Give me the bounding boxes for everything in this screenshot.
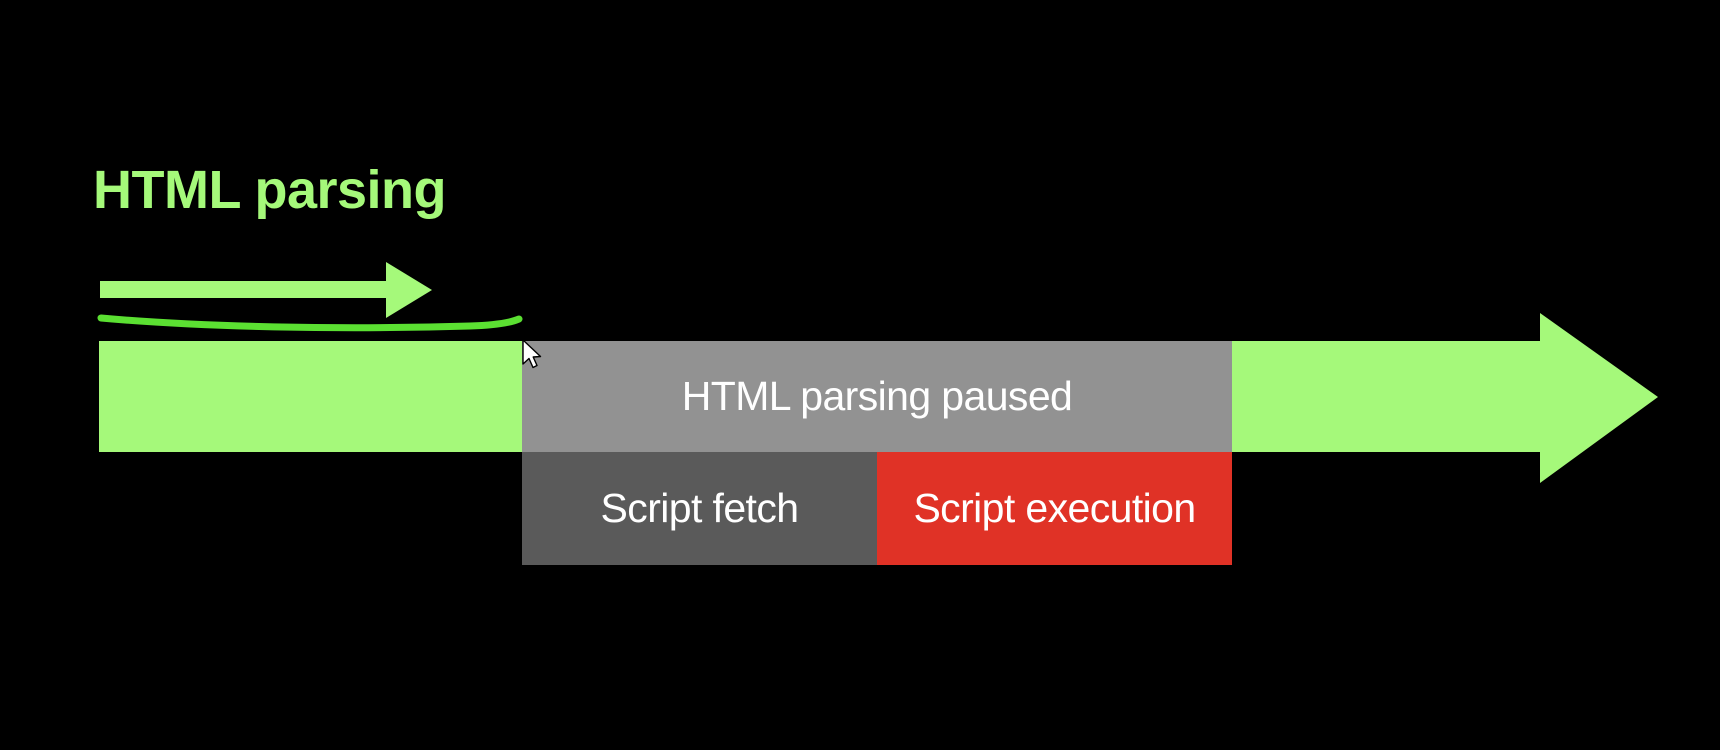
segment-label-html-parsing-paused: HTML parsing paused bbox=[681, 373, 1073, 419]
page-title: HTML parsing bbox=[93, 160, 447, 220]
segment-html-parsing-paused: HTML parsing paused bbox=[522, 341, 1232, 452]
segment-script-fetch: Script fetch bbox=[522, 452, 877, 565]
segment-script-execution: Script execution bbox=[877, 452, 1232, 565]
segment-label-script-fetch: Script fetch bbox=[600, 485, 799, 531]
parsing-direction-arrow-icon bbox=[100, 262, 432, 318]
hand-drawn-underline-icon bbox=[97, 314, 523, 332]
segment-label-script-execution: Script execution bbox=[913, 485, 1196, 531]
